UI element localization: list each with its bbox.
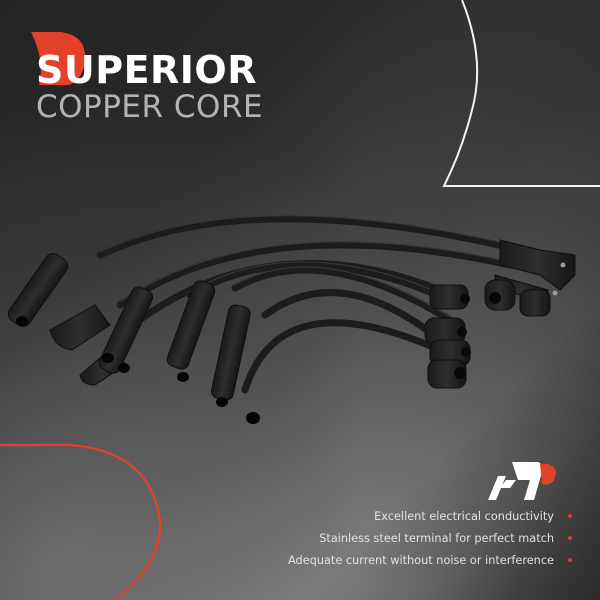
feature-item: Stainless steel terminal for perfect mat… — [288, 528, 572, 550]
feature-list: Excellent electrical conductivity Stainl… — [288, 506, 572, 572]
feature-text: Stainless steel terminal for perfect mat… — [319, 532, 554, 545]
feature-text: Adequate current without noise or interf… — [288, 554, 554, 567]
headline-superior: SUPERIOR — [36, 48, 257, 92]
bullet-icon — [568, 536, 572, 540]
headline: SUPERIOR COPPER CORE — [31, 32, 264, 125]
spark-plug-wire-set-image — [7, 215, 576, 424]
red-arc-line — [0, 443, 162, 600]
headline-copper-core: COPPER CORE — [36, 89, 264, 125]
feature-item: Excellent electrical conductivity — [288, 506, 572, 528]
feature-text: Excellent electrical conductivity — [374, 510, 554, 523]
a-premium-logo — [488, 462, 556, 500]
red-flag-icon — [31, 32, 86, 85]
white-outline-line — [442, 0, 600, 187]
feature-item: Adequate current without noise or interf… — [288, 550, 572, 572]
bullet-icon — [568, 558, 572, 562]
bullet-icon — [568, 514, 572, 518]
